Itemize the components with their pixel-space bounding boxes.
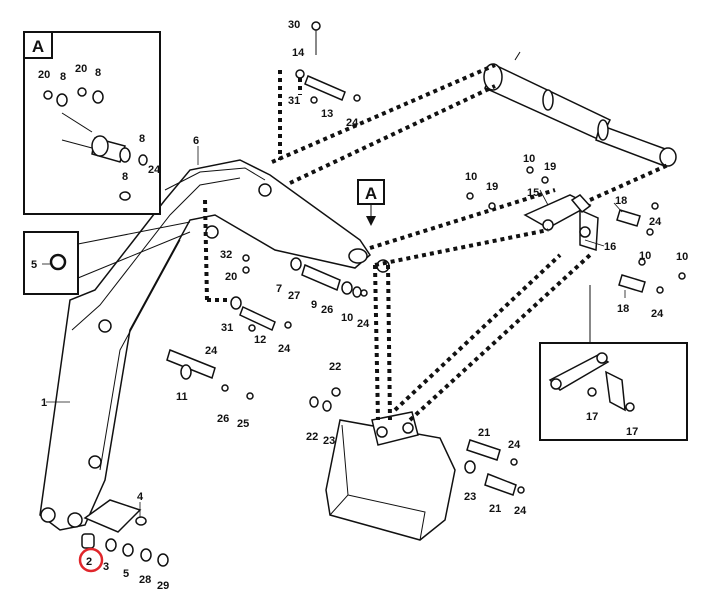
leader-lines: [42, 146, 626, 518]
hydraulic-cylinder: [483, 51, 677, 167]
label-part-21a: 21: [478, 427, 490, 439]
label-part-24c: 24: [205, 345, 218, 357]
label-part-26a: 26: [217, 413, 229, 425]
label-part-25: 25: [237, 418, 249, 430]
label-part-8d: 8: [122, 171, 128, 183]
label-part-22b: 22: [306, 431, 318, 443]
label-part-23b: 23: [464, 491, 476, 503]
label-part-13: 13: [321, 108, 333, 120]
label-part-8c: 8: [139, 133, 145, 145]
label-part-20b: 20: [75, 63, 87, 75]
label-part-9: 9: [311, 299, 317, 311]
label-part-10d: 10: [676, 251, 688, 263]
label-part-21b: 21: [489, 503, 501, 515]
label-part-24f: 24: [649, 216, 662, 228]
label-part-19a: 19: [486, 181, 498, 193]
label-part-11: 11: [176, 391, 188, 403]
label-part-10e: 10: [341, 312, 353, 324]
exploded-parts: [166, 21, 686, 496]
label-part-10c: 10: [639, 250, 651, 262]
label-part-18b: 18: [617, 303, 629, 315]
label-part-24b: 24: [346, 117, 359, 129]
label-part-10a: 10: [465, 171, 477, 183]
label-part-23a: 23: [323, 435, 335, 447]
label-part-18a: 18: [615, 195, 627, 207]
label-part-24d: 24: [278, 343, 291, 355]
label-part-26b: 26: [321, 304, 333, 316]
foot-pin-stack: [81, 533, 169, 567]
label-part-16: 16: [604, 241, 616, 253]
marker-a-letter: A: [365, 184, 377, 203]
label-part-32: 32: [220, 249, 232, 261]
detail-view-17: [539, 285, 688, 441]
linkage-assembly: [523, 194, 599, 252]
label-part-24i: 24: [514, 505, 527, 517]
label-part-20a: 20: [38, 69, 50, 81]
label-part-24e: 24: [357, 318, 370, 330]
callout-ring-5: [23, 221, 191, 295]
label-part-19b: 19: [544, 161, 556, 173]
label-part-8b: 8: [95, 67, 101, 79]
part-labels: 1 2 3 4 5 5 6 7 8 8 8 8 9 10 10 10 10 10…: [31, 19, 688, 592]
bucket: [325, 411, 456, 541]
label-part-12: 12: [254, 334, 266, 346]
label-part-27: 27: [288, 290, 300, 302]
highlight-circle: [78, 547, 104, 573]
label-part-14: 14: [292, 47, 305, 59]
detail-a-letter: A: [32, 37, 44, 56]
label-part-6: 6: [193, 135, 199, 147]
label-part-5-ring: 5: [31, 259, 37, 271]
label-part-1: 1: [41, 397, 47, 409]
label-part-29: 29: [157, 580, 169, 592]
label-part-30: 30: [288, 19, 300, 31]
label-part-17a: 17: [586, 411, 598, 423]
label-part-22a: 22: [329, 361, 341, 373]
label-part-7: 7: [276, 283, 282, 295]
label-part-4: 4: [137, 491, 144, 503]
label-part-2: 2: [86, 556, 92, 568]
label-part-20c: 20: [225, 271, 237, 283]
label-part-8a: 8: [60, 71, 66, 83]
boom: [39, 159, 390, 531]
label-part-5-foot: 5: [123, 568, 129, 580]
label-part-15: 15: [527, 187, 539, 199]
label-part-24h: 24: [508, 439, 521, 451]
label-part-24g: 24: [651, 308, 664, 320]
label-part-24a: 24: [148, 164, 161, 176]
view-marker-a: A: [357, 179, 385, 226]
label-part-28: 28: [139, 574, 151, 586]
label-part-31b: 31: [221, 322, 233, 334]
label-part-31a: 31: [288, 95, 300, 107]
label-part-17b: 17: [626, 426, 638, 438]
label-part-10b: 10: [523, 153, 535, 165]
detail-view-a: A: [23, 31, 161, 215]
label-part-3: 3: [103, 561, 109, 573]
